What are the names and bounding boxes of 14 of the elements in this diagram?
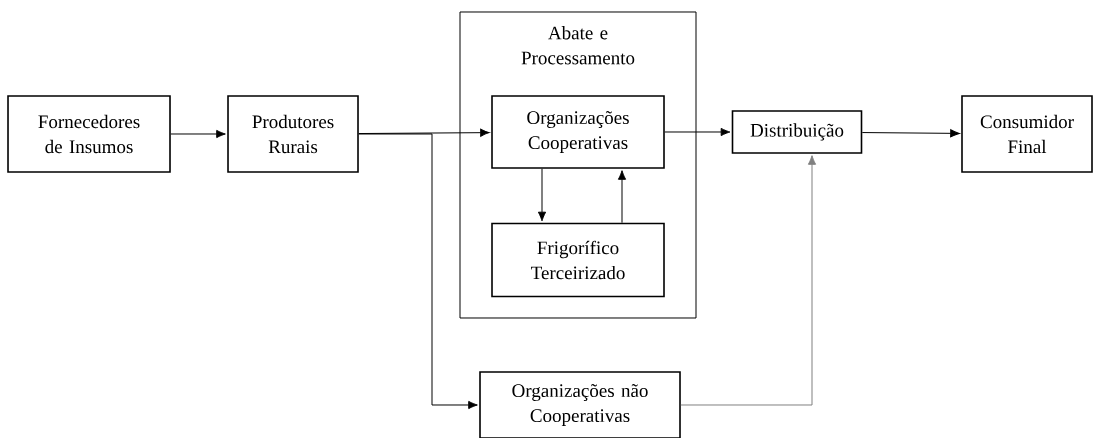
process-box: Frigorífico Terceirizado <box>491 222 665 298</box>
process-box: Organizações Cooperativas <box>491 95 665 169</box>
process-box: Consumidor Final <box>961 95 1093 173</box>
arrow <box>617 170 627 224</box>
process-box: Fornecedores de Insumos <box>7 95 171 173</box>
arrow <box>358 133 478 410</box>
arrow <box>170 129 226 139</box>
arrow <box>537 168 547 222</box>
process-box: Distribuição <box>731 110 863 154</box>
process-box: Organizações não Cooperativas <box>479 371 681 438</box>
arrow <box>680 155 817 406</box>
arrow <box>861 129 960 138</box>
arrow <box>664 127 731 137</box>
process-box: Produtores Rurais <box>227 95 359 173</box>
